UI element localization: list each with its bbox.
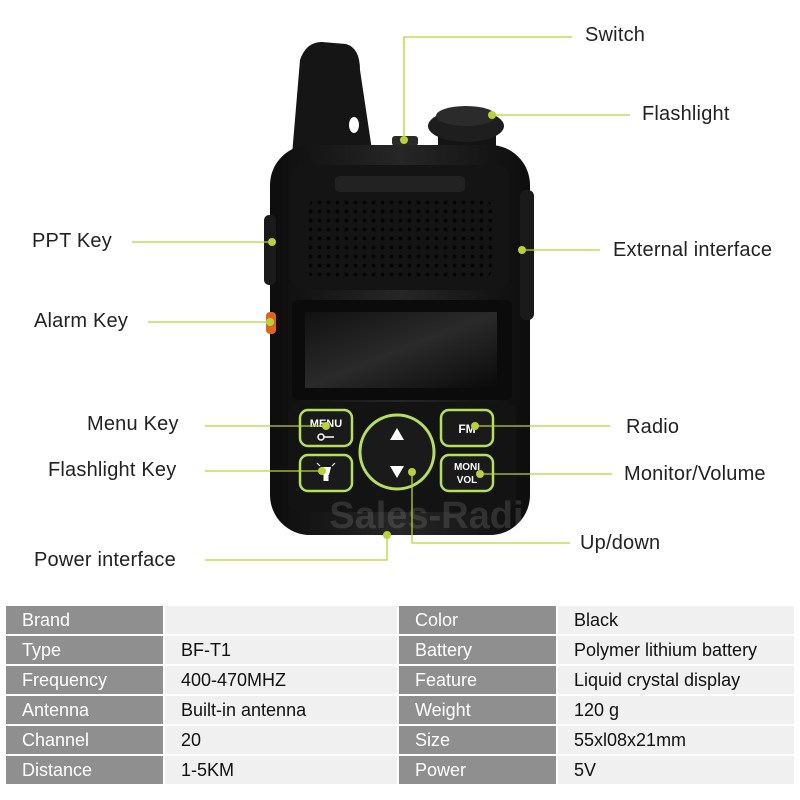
moni-key-label: MONI <box>454 462 480 473</box>
spec-key: Channel <box>6 726 163 754</box>
spec-value: 1-5KM <box>165 756 397 784</box>
spec-value: 55xl08x21mm <box>558 726 794 754</box>
antenna-hole <box>349 117 359 133</box>
spec-key: Type <box>6 636 163 664</box>
callout-up-down: Up/down <box>580 532 661 554</box>
device-diagram: MENU FM MONI VOL Sales-Radio <box>32 24 773 571</box>
vol-key-label: VOL <box>457 475 478 486</box>
spec-value: Polymer lithium battery <box>558 636 794 664</box>
key-icon <box>317 433 334 441</box>
down-arrow-icon <box>390 466 404 478</box>
spec-value: 5V <box>558 756 794 784</box>
callout-menu-key: Menu Key <box>87 413 179 435</box>
callout-alarm-key: Alarm Key <box>34 310 129 332</box>
watermark: Sales-Radio <box>329 495 547 537</box>
spec-key: Power <box>399 756 556 784</box>
leader-lines <box>132 36 630 561</box>
spec-key: Battery <box>399 636 556 664</box>
knob-cap <box>436 106 496 126</box>
callout-external-interface: External interface <box>613 239 773 261</box>
up-arrow-icon <box>390 428 404 440</box>
lcd-screen <box>305 312 497 388</box>
spec-key: Color <box>399 606 556 634</box>
spec-key: Size <box>399 726 556 754</box>
logo-plate <box>335 176 465 192</box>
callout-switch: Switch <box>585 24 646 46</box>
fm-key <box>439 408 495 448</box>
radio-illustration: MENU FM MONI VOL Sales-Radio <box>132 36 630 561</box>
callout-flashlight-key: Flashlight Key <box>48 459 177 481</box>
callout-flashlight: Flashlight <box>642 103 730 125</box>
leader-dots <box>266 111 526 539</box>
callout-radio: Radio <box>626 416 680 438</box>
spec-value: 120 g <box>558 696 794 724</box>
power-interface-line <box>205 535 388 561</box>
side-ppt-key <box>264 215 276 285</box>
spec-key: Frequency <box>6 666 163 694</box>
callout-monitor-volume: Monitor/Volume <box>624 463 766 485</box>
spec-key: Brand <box>6 606 163 634</box>
spec-value: BF-T1 <box>165 636 397 664</box>
spec-value: 20 <box>165 726 397 754</box>
spec-value: Black <box>558 606 794 634</box>
spec-key: Antenna <box>6 696 163 724</box>
spec-value: Liquid crystal display <box>558 666 794 694</box>
spec-value: Built-in antenna <box>165 696 397 724</box>
updown-line <box>411 472 570 544</box>
side-external-interface <box>520 190 534 320</box>
spec-value <box>165 606 397 634</box>
antenna <box>292 42 372 155</box>
callout-ppt-key: PPT Key <box>32 230 112 252</box>
spec-value: 400-470MHZ <box>165 666 397 694</box>
moni-key <box>439 453 495 493</box>
callout-power-interface: Power interface <box>34 549 176 571</box>
switch-line <box>403 36 572 140</box>
speaker-grill <box>308 200 492 278</box>
spec-key: Distance <box>6 756 163 784</box>
spec-key: Feature <box>399 666 556 694</box>
spec-key: Weight <box>399 696 556 724</box>
